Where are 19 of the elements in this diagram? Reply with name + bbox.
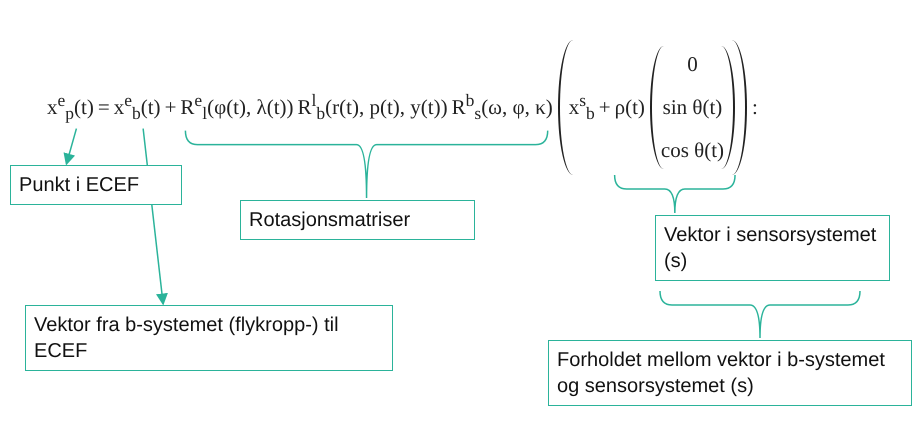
matrix-entry: sin θ(t) — [662, 95, 722, 120]
text-box: Vektor fra b-systemet (flykropp-) til ECEF — [25, 305, 393, 371]
plus-sign: + — [598, 95, 611, 120]
text-box: Vektor i sensorsystemet (s) — [655, 215, 890, 281]
matrix-entry: cos θ(t) — [660, 138, 724, 163]
matrix-entry: 0 — [687, 52, 698, 77]
equals-sign: = — [98, 95, 110, 120]
text-box: Rotasjonsmatriser — [240, 200, 475, 240]
math-term: ρ(t) — [614, 95, 645, 120]
math-term: x$^{e}$$_{b}$(t) — [114, 90, 161, 125]
leader-arrow — [64, 128, 78, 166]
text-box: Punkt i ECEF — [10, 165, 182, 205]
math-term: x$^{e}$$_{p}$(t) — [47, 90, 94, 125]
math-term: R$^{e}$$_{l}$(φ(t), λ(t)) — [180, 90, 294, 125]
text-box: Forholdet mellom vektor i b-systemet og sensorsystemet (s) — [548, 340, 912, 406]
punctuation: : — [752, 95, 758, 120]
plus-sign: + — [164, 95, 176, 120]
math-term: R$^{l}$$_{b}$(r(t), p(t), y(t)) — [298, 90, 448, 125]
math-term: R$^{b}$$_{s}$(ω, φ, κ) — [452, 90, 553, 125]
